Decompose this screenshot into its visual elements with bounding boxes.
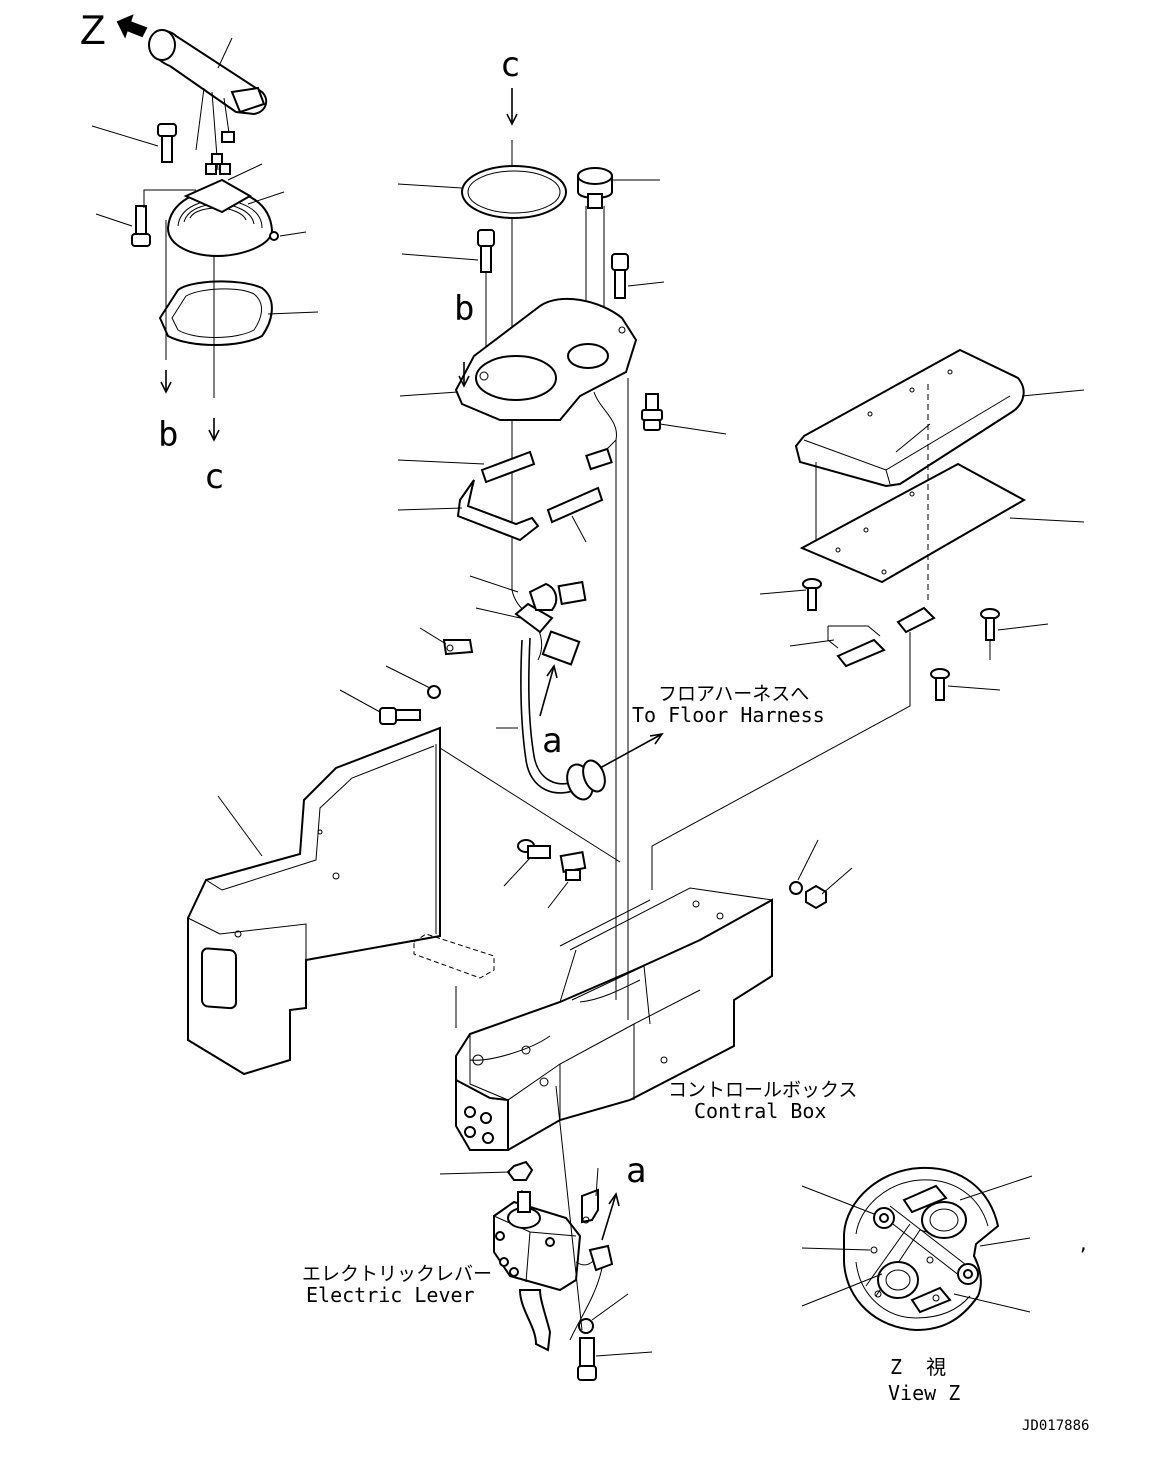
flow-arrow-c-top: [506, 88, 518, 126]
flow-arrow-a-mid: [539, 664, 558, 717]
lever-plate-assembly: [339, 88, 727, 801]
sensor-cup: [877, 1261, 919, 1299]
screw: [980, 608, 1000, 641]
flow-letter-b-left: b: [158, 415, 178, 455]
grip-knob: [148, 29, 176, 61]
connector: [588, 1244, 614, 1272]
gasket-ring: [158, 280, 273, 346]
bolt: [611, 253, 629, 299]
limit-switch: [559, 851, 587, 881]
connector: [219, 163, 231, 175]
connector: [205, 163, 217, 175]
nut: [506, 1160, 534, 1181]
connector: [221, 131, 235, 143]
plate-hole: [567, 343, 609, 369]
bolt: [477, 229, 495, 273]
connector: [585, 447, 613, 471]
connector: [211, 153, 223, 165]
clip: [442, 639, 474, 656]
flow-letter-c-left: c: [204, 457, 224, 497]
u-cover: [456, 479, 540, 542]
electric-lever-assembly: [439, 1085, 653, 1381]
lever-pedal: [518, 1289, 552, 1352]
washer: [578, 1318, 594, 1334]
armrest-cover-assembly: [651, 348, 1085, 890]
washer: [427, 685, 441, 699]
plate-hole: [475, 355, 557, 401]
control-box: [413, 378, 853, 1151]
bolt: [379, 707, 421, 725]
mounting-plate: [454, 297, 638, 421]
electric-lever-label-jp: エレクトリックレバー: [302, 1263, 492, 1285]
to-floor-harness-arrow: [599, 732, 664, 769]
clip: [836, 638, 886, 668]
drawing-code: JD017886: [1022, 1418, 1089, 1434]
o-ring: [461, 165, 567, 219]
bolt-with-washer: [517, 839, 551, 859]
panel-opening: [201, 947, 237, 1010]
stray-comma-mark: ,: [1078, 1234, 1089, 1255]
flow-arrow-b: [160, 370, 172, 394]
z-view-arrow: [116, 14, 148, 39]
washer: [789, 881, 803, 895]
bolt-with-washer: [641, 393, 663, 431]
grip-switch: [230, 86, 266, 114]
electric-lever-label-en: Electric Lever: [306, 1283, 475, 1307]
flow-letter-b-mid: b: [454, 289, 474, 329]
clip: [581, 1188, 599, 1224]
floor-harness-label-jp: フロアハーネスへ: [658, 683, 809, 705]
bolt: [577, 1337, 597, 1381]
clip: [896, 606, 936, 634]
floor-harness-label-en: To Floor Harness: [632, 703, 825, 727]
joystick-lever-assembly: [91, 14, 319, 442]
panel-body: [187, 726, 441, 1076]
seal-strip: [480, 450, 536, 484]
seal-strip: [546, 486, 604, 524]
flow-letter-c-top: c: [500, 45, 520, 85]
flow-arrow-a-low: [601, 1192, 620, 1241]
wiring-harness: [511, 580, 606, 801]
flow-arrow-c: [208, 418, 220, 442]
view-z-detail: [801, 1166, 1033, 1332]
view-z-label-en: View Z: [888, 1381, 960, 1405]
flow-arrow-b-mid: [458, 362, 470, 388]
flow-letter-a-mid: a: [542, 721, 562, 761]
control-box-label-en: Contral Box: [694, 1099, 826, 1123]
boot-plate: [183, 178, 253, 214]
view-z-label-jp: Z 視: [890, 1355, 946, 1379]
screw: [802, 578, 822, 611]
bolt: [131, 205, 151, 247]
armrest-pad: [794, 348, 1025, 488]
flow-letter-a-low: a: [626, 1151, 646, 1191]
bolt: [157, 123, 177, 163]
side-cover-panel: [187, 726, 621, 1076]
cover-plate: [799, 462, 1027, 584]
bracket: [413, 933, 495, 979]
sensor-cup: [921, 1201, 967, 1239]
screw: [930, 668, 950, 701]
control-box-label-jp: コントロールボックス: [668, 1079, 857, 1101]
plug-cap: [577, 167, 613, 209]
nut: [805, 884, 827, 910]
view-marker-z: Z: [80, 6, 106, 53]
